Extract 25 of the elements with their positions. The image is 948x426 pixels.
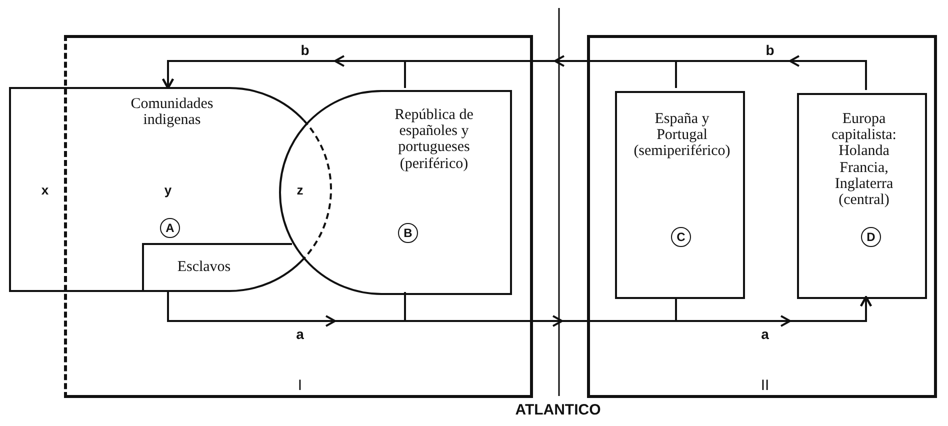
node-label: Europa capitalista: Holanda Francia, Inglaterra (central) bbox=[830, 111, 898, 208]
subgroup-box bbox=[142, 243, 292, 291]
society-shape bbox=[280, 91, 511, 294]
region-numeral: I bbox=[298, 378, 302, 393]
region-letter: y bbox=[164, 182, 172, 198]
region-box bbox=[797, 93, 927, 299]
circled-letter: A bbox=[160, 218, 180, 238]
node-label: Esclavos bbox=[176, 259, 232, 276]
edge-label: b bbox=[764, 43, 776, 57]
region-frame bbox=[587, 35, 937, 398]
region-box bbox=[615, 91, 745, 299]
region-frame bbox=[64, 35, 533, 398]
circled-letter: C bbox=[671, 227, 691, 247]
node-label: Comunidades indigenas bbox=[130, 96, 214, 128]
region-numeral: II bbox=[760, 378, 770, 393]
node-label: España y Portugal (semiperiférico) bbox=[632, 111, 732, 160]
node-label: República de españoles y portugueses (periférico) bbox=[394, 107, 474, 172]
society-shape bbox=[10, 88, 331, 291]
region-letter: z bbox=[296, 182, 304, 198]
circled-letter: B bbox=[398, 223, 418, 243]
flow-arrow bbox=[162, 60, 406, 89]
region-letter: x bbox=[41, 182, 49, 198]
circled-letter: D bbox=[861, 227, 881, 247]
flow-arrow bbox=[675, 296, 872, 322]
edge-label: b bbox=[298, 43, 312, 57]
